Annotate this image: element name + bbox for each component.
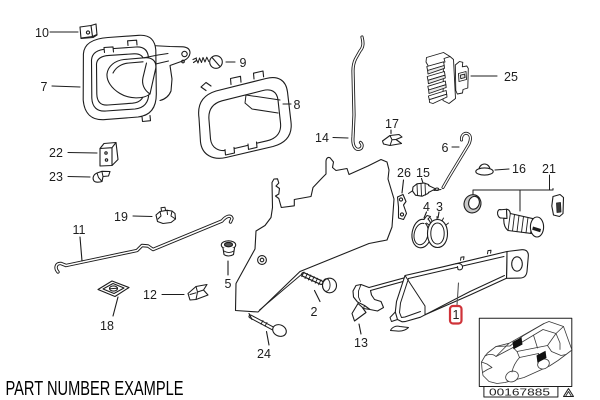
- svg-text:9: 9: [240, 56, 247, 70]
- svg-text:17: 17: [385, 117, 399, 131]
- svg-text:14: 14: [315, 131, 329, 145]
- svg-text:13: 13: [354, 336, 368, 350]
- svg-text:10: 10: [35, 26, 49, 40]
- svg-text:4: 4: [423, 200, 430, 214]
- svg-text:2: 2: [311, 305, 318, 319]
- svg-text:12: 12: [143, 288, 157, 302]
- svg-text:5: 5: [225, 277, 232, 291]
- svg-text:8: 8: [294, 98, 301, 112]
- svg-text:3: 3: [436, 200, 443, 214]
- svg-text:22: 22: [49, 146, 63, 160]
- svg-text:21: 21: [542, 162, 556, 176]
- svg-text:PART NUMBER EXAMPLE: PART NUMBER EXAMPLE: [6, 377, 184, 400]
- svg-text:7: 7: [41, 80, 48, 94]
- svg-text:15: 15: [416, 166, 430, 180]
- svg-text:23: 23: [49, 170, 63, 184]
- svg-text:11: 11: [73, 223, 86, 237]
- svg-text:00167885: 00167885: [489, 386, 550, 398]
- svg-text:6: 6: [442, 141, 449, 155]
- svg-text:16: 16: [512, 162, 526, 176]
- svg-text:26: 26: [397, 166, 411, 180]
- svg-text:24: 24: [257, 347, 271, 361]
- svg-text:19: 19: [114, 210, 128, 224]
- svg-text:1: 1: [453, 308, 460, 322]
- svg-text:18: 18: [100, 319, 114, 333]
- svg-text:25: 25: [504, 70, 518, 84]
